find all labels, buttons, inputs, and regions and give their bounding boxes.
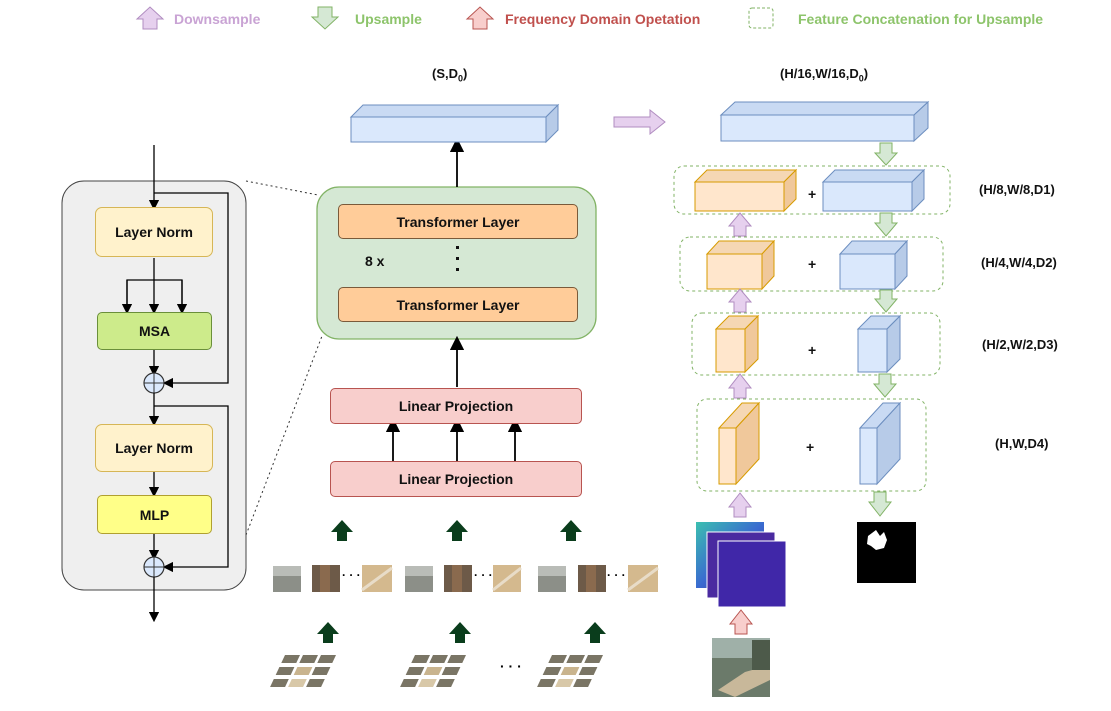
decoder-feature-4	[858, 401, 902, 486]
legend-upsample-label: Upsample	[355, 11, 422, 27]
layer-norm-2-box: Layer Norm	[95, 424, 213, 472]
transformer-layer-top: Transformer Layer	[338, 204, 578, 239]
patch-arrows-upper	[331, 520, 582, 541]
legend-frequency-label: Frequency Domain Opetation	[505, 11, 701, 27]
layer-repeat-count: 8 x	[365, 253, 385, 269]
mlp-box: MLP	[97, 495, 212, 534]
encoder-feature-4	[717, 401, 761, 486]
patch-ellipsis-2: · · ·	[474, 568, 493, 582]
downsample-arrows	[727, 212, 753, 518]
encoder-feature-2	[705, 239, 776, 291]
decoder-feature-1	[821, 168, 926, 213]
downsample-legend-icon	[135, 6, 165, 30]
concat-plus-3: +	[808, 342, 817, 358]
msa-box: MSA	[97, 312, 212, 350]
decoder-feature-2	[838, 239, 909, 291]
decoder-top-tensor	[719, 100, 930, 143]
patch-grids	[270, 655, 603, 687]
frequency-spectrum-stack	[696, 522, 787, 608]
output-mask	[857, 522, 916, 583]
layer-norm-1-box: Layer Norm	[95, 207, 213, 257]
decoder-top-dim-label: (H/16,W/16,D0)	[780, 66, 869, 84]
patch-ellipsis-3: · · ·	[607, 568, 626, 582]
level-1-dim-label: (H/8,W/8,D1)	[979, 182, 1055, 197]
level-2-dim-label: (H/4,W/4,D2)	[981, 255, 1057, 270]
legend-downsample-label: Downsample	[174, 11, 261, 27]
patch-thumbnails	[273, 565, 659, 592]
level-3-dim-label: (H/2,W/2,D3)	[982, 337, 1058, 352]
concat-plus-4: +	[806, 439, 815, 455]
concat-row-3	[691, 312, 941, 376]
level-4-dim-label: (H,W,D4)	[995, 436, 1049, 451]
frequency-domain-arrow	[728, 609, 754, 635]
concat-plus-2: +	[808, 256, 817, 272]
linear-projection-lower: Linear Projection	[330, 461, 582, 497]
decoder-feature-3	[856, 314, 902, 374]
patch-grid-ellipsis: · · ·	[500, 658, 522, 674]
patch-ellipsis-1: · · ·	[342, 568, 361, 582]
upsample-legend-icon	[310, 6, 340, 30]
sequence-output-tensor	[349, 103, 560, 144]
frequency-legend-icon	[465, 6, 495, 30]
concat-row-2	[679, 236, 944, 292]
linear-projection-upper: Linear Projection	[330, 388, 582, 424]
sequence-dim-label: (S,D0)	[432, 66, 468, 84]
concat-plus-1: +	[808, 186, 817, 202]
encoder-feature-1	[693, 168, 798, 213]
concat-row-1	[673, 165, 951, 215]
upsample-arrows	[867, 142, 899, 517]
encoder-feature-3	[714, 314, 760, 374]
concat-row-4	[696, 398, 927, 492]
layer-repeat-dots	[456, 246, 459, 271]
patch-arrows-lower	[317, 622, 606, 643]
downsample-transfer-arrow	[613, 108, 666, 136]
legend-concat-label: Feature Concatenation for Upsample	[798, 11, 1044, 27]
transformer-layer-bottom: Transformer Layer	[338, 287, 578, 322]
concat-legend-icon	[748, 7, 774, 29]
input-image	[712, 638, 770, 697]
